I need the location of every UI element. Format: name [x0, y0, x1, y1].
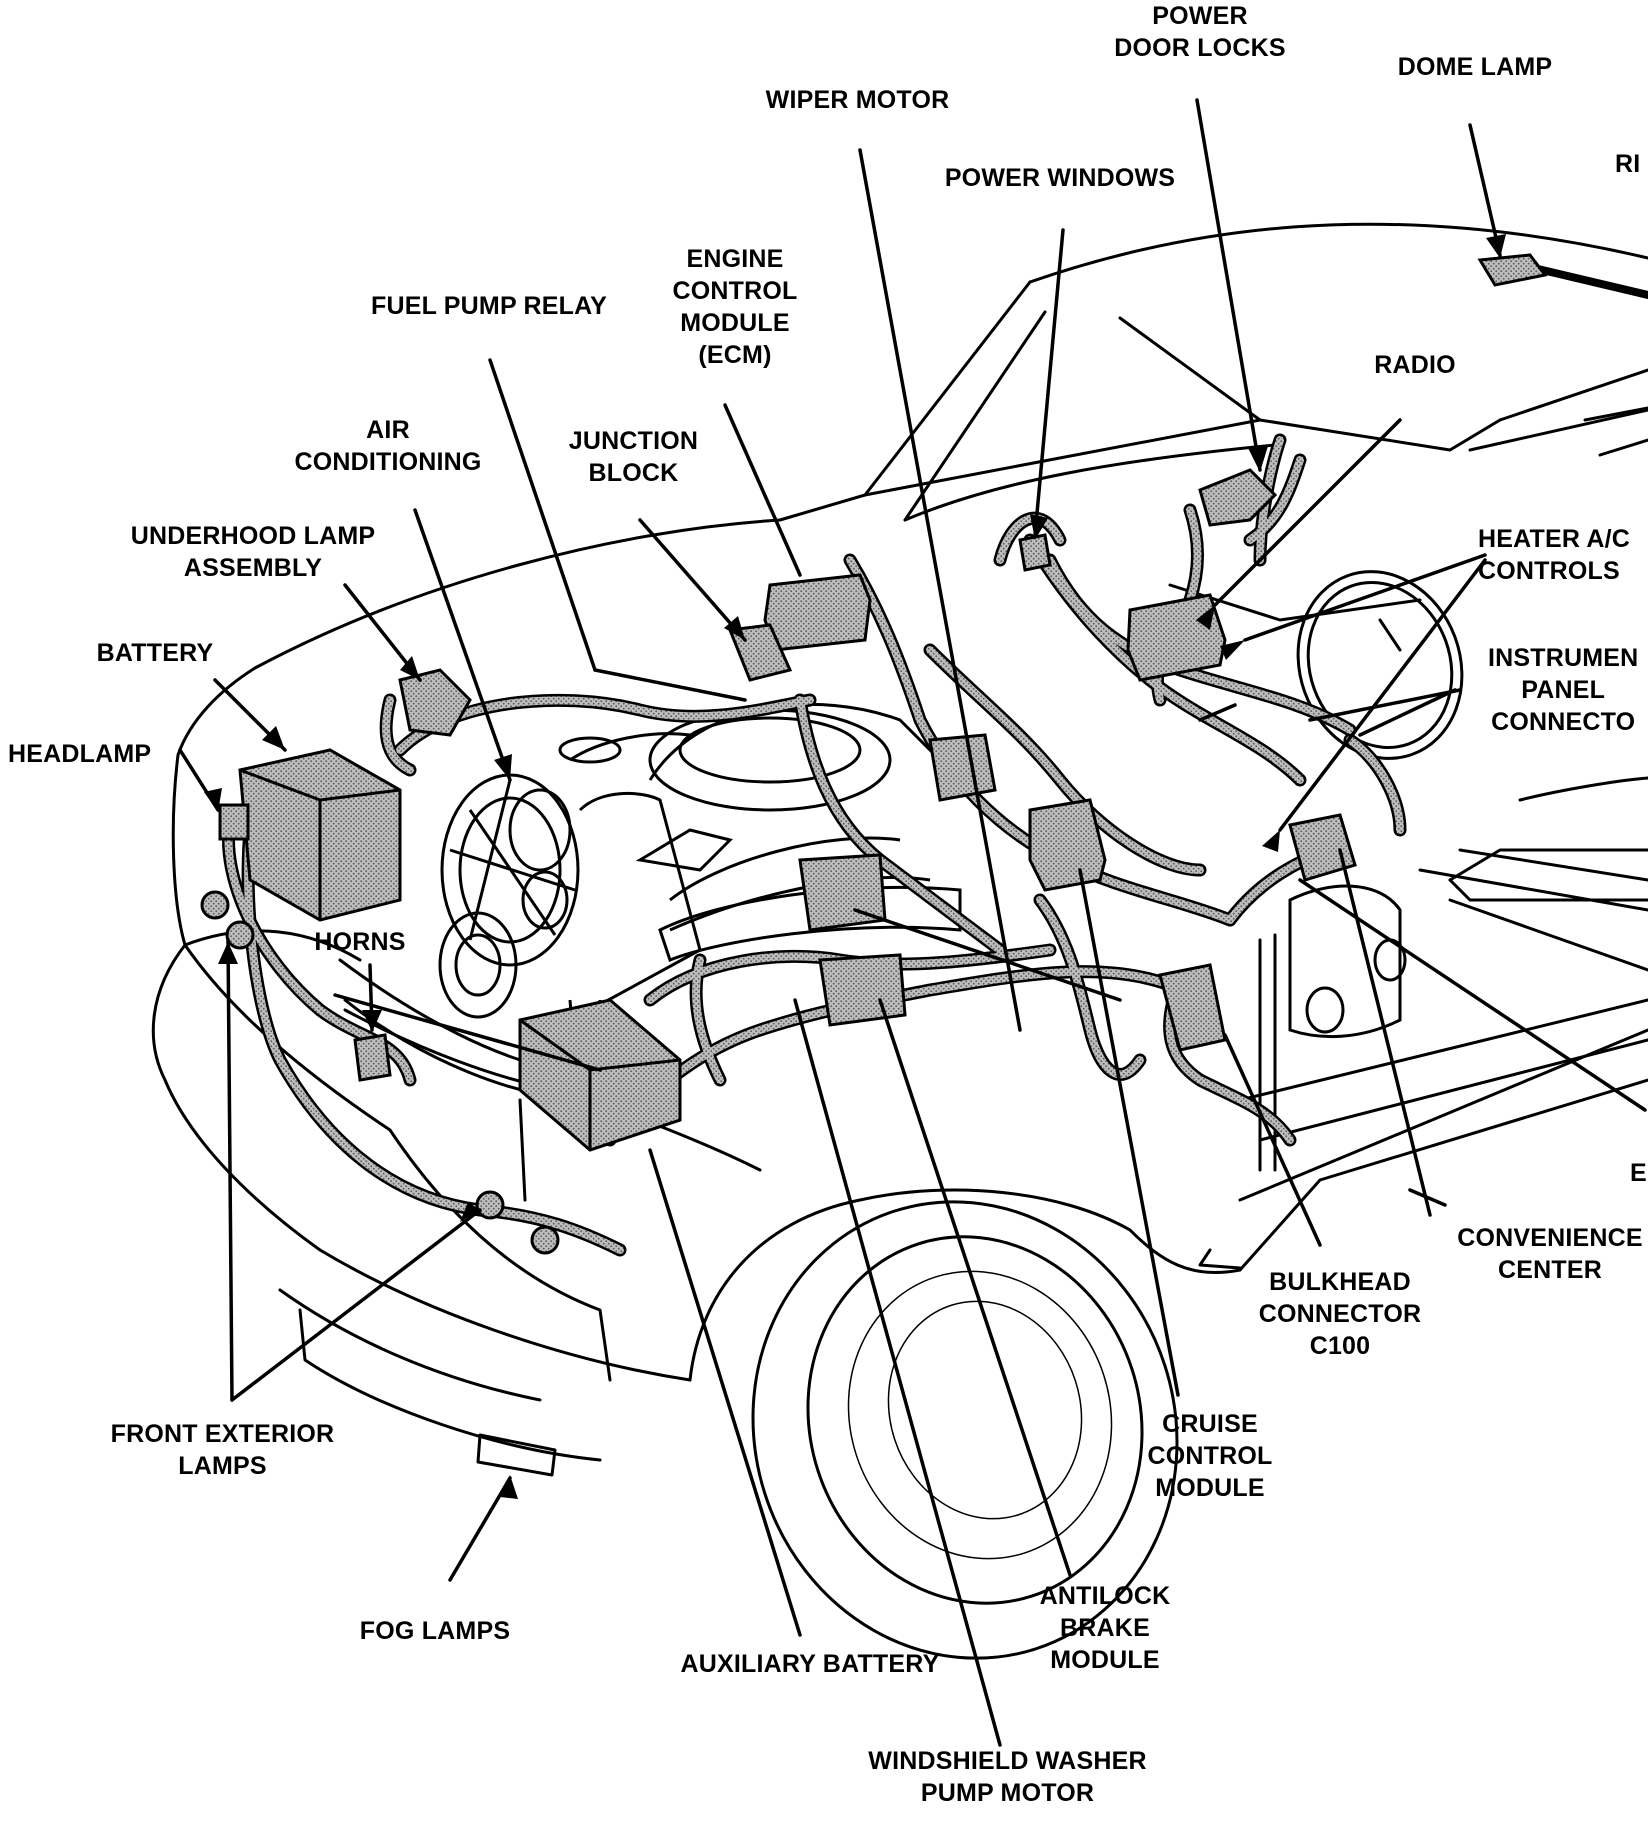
radio-component — [1126, 593, 1227, 682]
label-antilock-brake-module: ANTILOCK BRAKE MODULE — [1039, 1582, 1171, 1674]
label-junction-block: JUNCTION BLOCK — [568, 427, 699, 487]
label-cut-off-ri: RI — [1615, 150, 1641, 178]
label-power-door-locks: POWER DOOR LOCKS — [1114, 2, 1286, 62]
ecm-component — [763, 573, 872, 652]
label-heater-ac-controls: HEATER A/C CONTROLS — [1478, 525, 1630, 585]
label-convenience-center: CONVENIENCE CENTER — [1457, 1224, 1643, 1284]
label-battery: BATTERY — [96, 639, 214, 667]
auxiliary-battery-component — [518, 998, 682, 1152]
label-wiper-motor: WIPER MOTOR — [765, 86, 950, 114]
label-fog-lamps: FOG LAMPS — [359, 1617, 511, 1645]
front-wheel — [751, 1200, 1179, 1660]
arrowheads — [204, 234, 1506, 1499]
cruise-module-component — [1028, 798, 1107, 892]
label-engine-control-module: ENGINE CONTROL MODULE (ECM) — [672, 245, 798, 369]
label-power-windows: POWER WINDOWS — [944, 164, 1176, 192]
antilock-module-component — [928, 733, 997, 802]
headlamp-connector — [218, 803, 250, 841]
label-bulkhead-connector: BULKHEAD CONNECTOR C100 — [1258, 1268, 1422, 1360]
label-cruise-control-module: CRUISE CONTROL MODULE — [1147, 1410, 1273, 1502]
label-underhood-lamp-assembly: UNDERHOOD LAMP ASSEMBLY — [130, 522, 376, 582]
door-lock-actuator — [1198, 468, 1278, 527]
washer-pump-component — [818, 953, 907, 1027]
label-instrument-panel-connector: INSTRUMEN PANEL CONNECTO — [1488, 644, 1639, 736]
label-fuel-pump-relay: FUEL PUMP RELAY — [371, 292, 607, 320]
label-windshield-washer-pump-motor: WINDSHIELD WASHER PUMP MOTOR — [868, 1747, 1147, 1807]
power-window-connector — [1018, 533, 1052, 572]
label-air-conditioning: AIR CONDITIONING — [294, 416, 482, 476]
front-lamp-1 — [200, 890, 230, 920]
label-dome-lamp: DOME LAMP — [1397, 53, 1553, 81]
front-lamp-2 — [225, 920, 255, 950]
dome-lamp-component — [1477, 253, 1548, 287]
label-horns: HORNS — [314, 928, 406, 956]
underhood-lamp-component — [398, 668, 472, 737]
front-lamp-4 — [530, 1225, 560, 1255]
leader-lines — [178, 98, 1647, 1747]
label-auxiliary-battery: AUXILIARY BATTERY — [680, 1650, 940, 1678]
label-front-exterior-lamps: FRONT EXTERIOR LAMPS — [110, 1420, 335, 1480]
horn-component — [353, 1033, 392, 1082]
label-headlamp: HEADLAMP — [8, 740, 152, 768]
front-lamp-3 — [475, 1190, 505, 1220]
label-cut-off-e: E — [1630, 1159, 1647, 1187]
label-radio: RADIO — [1374, 351, 1456, 379]
bulkhead-connector-component — [1158, 963, 1227, 1052]
instrument-panel-connector-component — [1288, 813, 1357, 882]
car-body-outline — [151, 222, 1648, 1477]
